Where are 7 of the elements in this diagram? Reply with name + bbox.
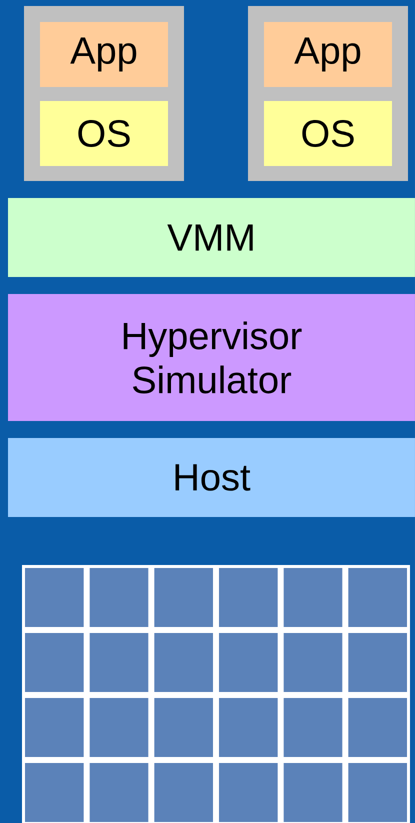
layer-box: VMM xyxy=(8,198,415,277)
label-box: OS xyxy=(40,101,168,166)
layer-box: Hypervisor Simulator xyxy=(8,294,415,421)
label-box: App xyxy=(264,22,392,88)
layer-box: Host xyxy=(8,438,415,517)
label-box: OS xyxy=(264,101,392,166)
label-box: App xyxy=(40,22,168,88)
